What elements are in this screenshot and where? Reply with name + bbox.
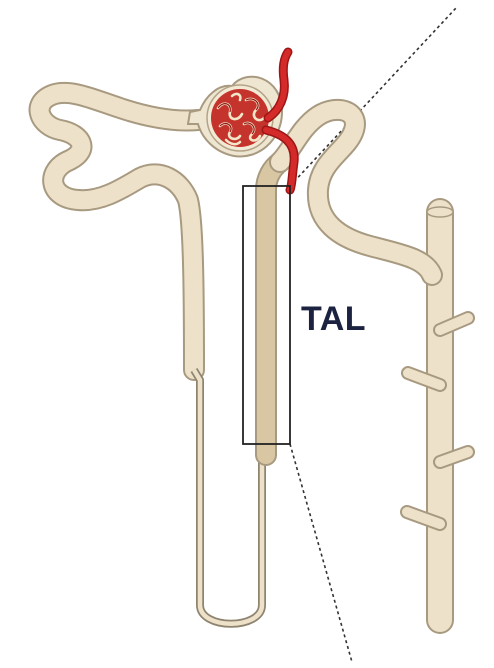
zoom-guide-top	[290, 8, 456, 186]
proximal-tubule	[40, 93, 198, 370]
loop-of-henle	[194, 370, 262, 624]
zoom-guide-bottom	[290, 444, 352, 662]
thick-ascending-limb	[266, 162, 280, 455]
tal-label: TAL	[301, 300, 366, 339]
distal-tubule	[280, 110, 432, 275]
